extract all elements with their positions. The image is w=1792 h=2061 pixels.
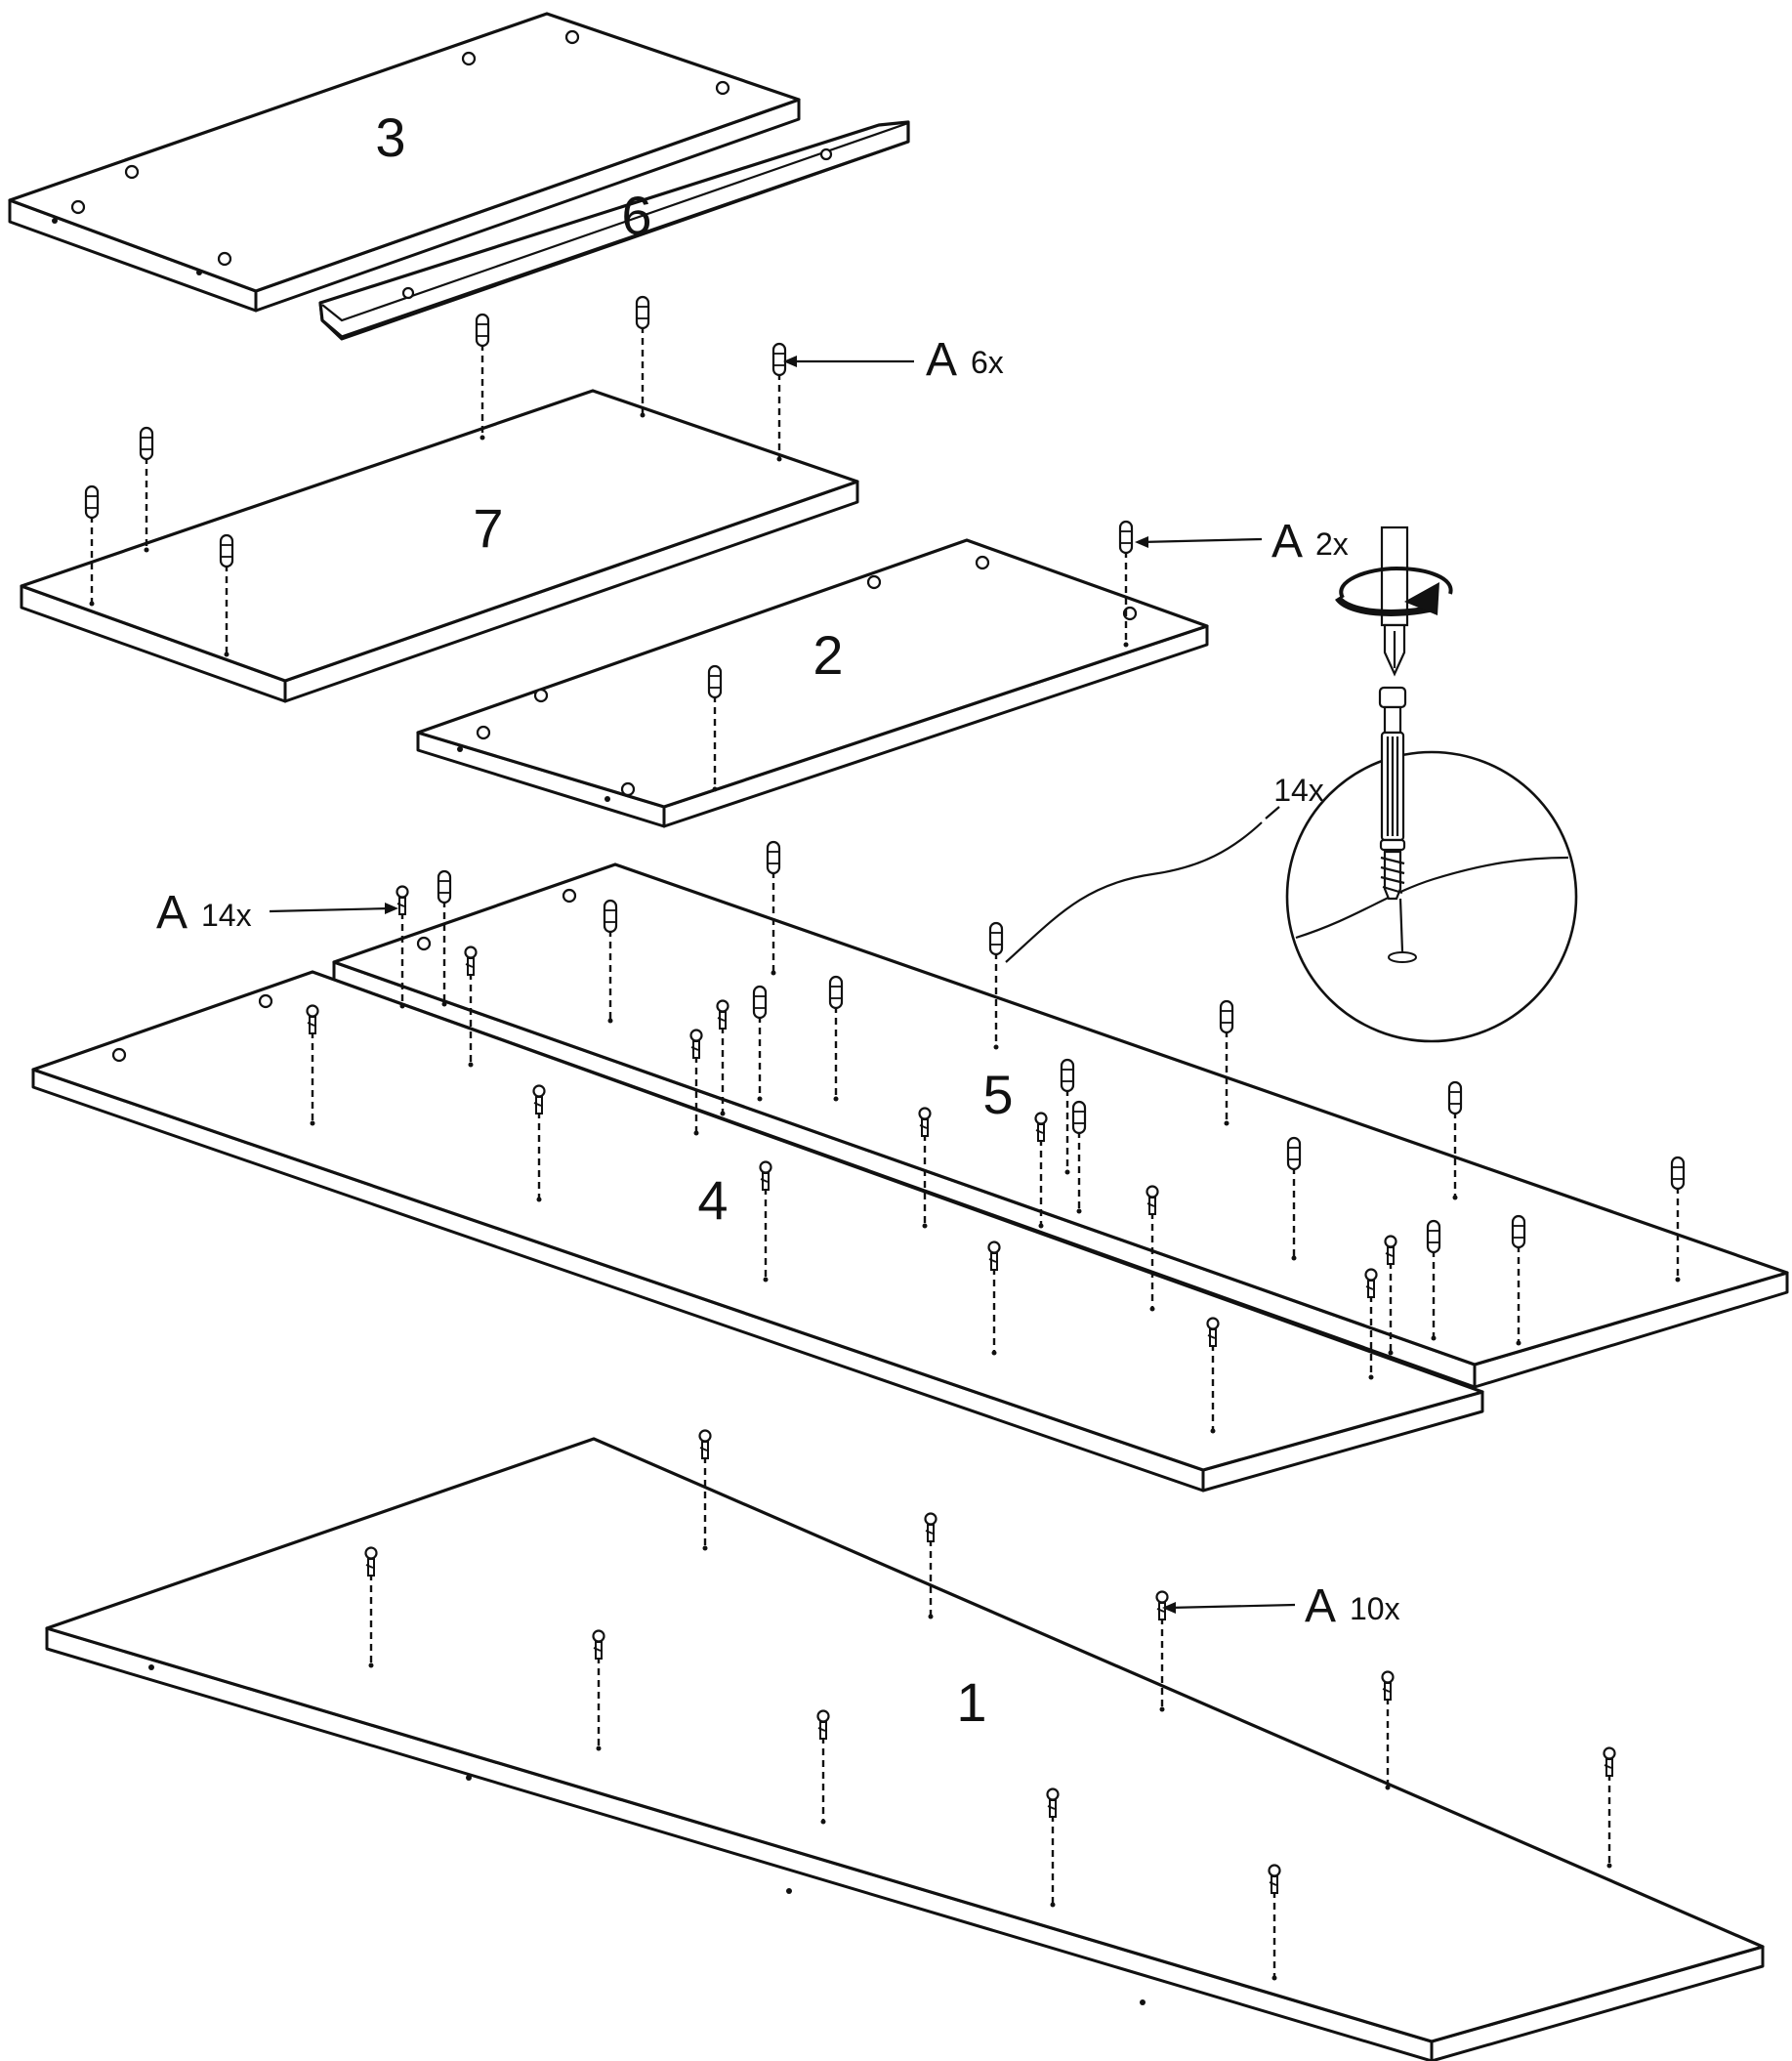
panel-4-label: 4 <box>697 1169 728 1231</box>
callout-a-6x-letter: A <box>926 334 957 386</box>
panel-2-label: 2 <box>813 624 843 686</box>
callout-a-2x-count: 2x <box>1315 526 1349 562</box>
panel-1-label: 1 <box>956 1671 986 1733</box>
cam-bolt-a <box>1603 1746 1616 1869</box>
cam-bolt-a <box>924 1512 938 1619</box>
cam-bolt-a <box>1155 1590 1169 1712</box>
cam-bolt-a <box>759 1160 772 1283</box>
dowel-pin <box>1219 999 1234 1126</box>
cam-bolt-a <box>716 999 729 1116</box>
cam-bolt-a <box>396 885 409 1009</box>
panel-1: 1 <box>45 1437 1765 2061</box>
panel-7-label: 7 <box>473 497 503 559</box>
cam-bolt-a <box>816 1709 830 1825</box>
dowel-pin <box>771 342 787 462</box>
panel-3: 3 <box>8 12 801 313</box>
dowel-pin <box>1426 1219 1441 1341</box>
detail-magnifier: 14x <box>1005 526 1578 1043</box>
callout-a-14x-count: 14x <box>201 898 252 933</box>
dowel-pin <box>219 533 234 657</box>
dowel-pin <box>1286 1136 1302 1261</box>
cam-bolt-a <box>592 1629 605 1751</box>
dowel-pin <box>707 664 723 792</box>
cam-bolt-a <box>987 1241 1001 1356</box>
dowel-pin <box>752 985 768 1102</box>
callout-a-10x-letter: A <box>1305 1580 1336 1632</box>
callout-a-14x: A 14x <box>156 887 398 939</box>
panel-5-label: 5 <box>982 1064 1013 1125</box>
dowel-pin <box>988 921 1004 1050</box>
cam-bolt-a <box>689 1029 703 1136</box>
callout-a-6x-count: 6x <box>971 345 1004 380</box>
panel-2: 2 <box>416 538 1209 828</box>
dowel-pin <box>139 426 154 553</box>
cam-bolt-a <box>532 1084 546 1202</box>
cam-bolt-a <box>1046 1788 1060 1908</box>
cam-bolt-a <box>464 946 478 1068</box>
cam-bolt-a <box>1384 1235 1397 1356</box>
panel-6-label: 6 <box>621 185 651 246</box>
cam-bolt-a <box>364 1546 378 1668</box>
panel-5: 5 <box>332 862 1789 1389</box>
dowel-pin <box>1060 1058 1075 1175</box>
dowel-pin <box>766 840 781 976</box>
dowel-pin <box>1071 1100 1087 1214</box>
dowel-pin <box>1447 1080 1463 1200</box>
dowel-pin <box>1118 520 1134 648</box>
dowel-pin <box>475 313 490 441</box>
callout-a-10x: A 10x <box>1162 1580 1400 1632</box>
dowel-pin <box>828 975 844 1102</box>
callout-a-6x: A 6x <box>783 334 1004 386</box>
cam-bolt-a <box>1034 1112 1048 1229</box>
cam-bolt-a <box>1206 1317 1220 1434</box>
callout-a-2x-letter: A <box>1271 516 1303 568</box>
cam-bolt-a <box>918 1107 932 1229</box>
callout-a-10x-count: 10x <box>1350 1591 1400 1626</box>
detail-count: 14x <box>1273 773 1324 808</box>
dowel-pin <box>84 484 100 607</box>
dowel-group <box>84 295 1686 1346</box>
cam-bolt-group <box>306 885 1616 1981</box>
panel-3-label: 3 <box>375 106 405 168</box>
callout-a-2x: A 2x <box>1135 516 1349 568</box>
dowel-pin <box>437 869 452 1007</box>
dowel-pin <box>1511 1214 1526 1346</box>
cam-bolt-a <box>1364 1268 1378 1380</box>
panel-4: 4 <box>31 970 1484 1493</box>
cam-bolt-a <box>1381 1670 1395 1790</box>
cam-bolt-a <box>1146 1185 1159 1312</box>
cam-bolt-a <box>1268 1864 1281 1981</box>
panel-6: 6 <box>318 120 910 341</box>
cam-bolt-a <box>698 1429 712 1551</box>
callout-a-14x-letter: A <box>156 887 188 939</box>
panel-7: 7 <box>20 389 859 703</box>
dowel-pin <box>603 899 618 1024</box>
cam-bolt-a <box>306 1004 319 1126</box>
dowel-pin <box>635 295 650 418</box>
dowel-pin <box>1670 1156 1686 1283</box>
